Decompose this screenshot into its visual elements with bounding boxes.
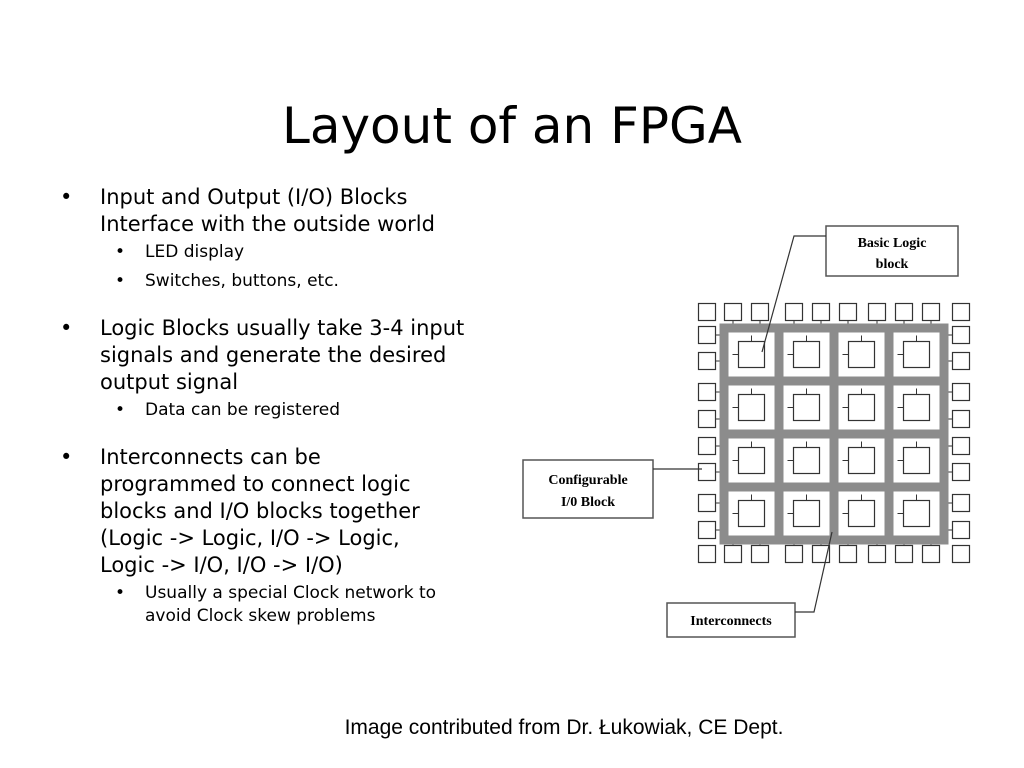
fpga-diagram: Basic Logic block Configurable I/0 Block… [522, 225, 971, 638]
logic-block [737, 393, 766, 422]
callout-io-block: Configurable I/0 Block [522, 459, 702, 519]
io-block [784, 544, 804, 564]
io-block [697, 325, 717, 345]
logic-block [847, 393, 876, 422]
interconnect-channel [719, 323, 949, 333]
sub-bullet-line: Usually a special Clock network to [145, 583, 437, 603]
io-block [750, 544, 770, 564]
io-block [697, 493, 717, 513]
io-block [697, 436, 717, 456]
image-credit: Image contributed from Dr. Łukowiak, CE … [344, 716, 784, 739]
io-block [784, 302, 804, 322]
io-block [697, 520, 717, 540]
bullet-line: Interface with the outside world [100, 212, 435, 236]
bullet-line: Logic -> I/O, I/O -> I/O) [100, 553, 343, 577]
sub-bullet-list: LED display Switches, buttons, etc. [100, 241, 508, 293]
io-block [951, 544, 971, 564]
io-block [750, 302, 770, 322]
callout-logic-block: Basic Logic block [761, 225, 959, 353]
sub-bullet-line: avoid Clock skew problems [145, 606, 376, 626]
callout-label: Interconnects [690, 614, 772, 629]
io-block [697, 382, 717, 402]
interconnect-channel [719, 535, 949, 545]
io-block [921, 302, 941, 322]
sub-bullet-item: Usually a special Clock network to avoid… [100, 582, 508, 628]
io-block [951, 462, 971, 482]
callout-box [825, 225, 959, 277]
interconnect-channel [719, 429, 949, 439]
logic-block [737, 340, 766, 369]
logic-block [792, 393, 821, 422]
io-block [951, 520, 971, 540]
bullet-list: Input and Output (I/O) Blocks Interface … [58, 184, 508, 634]
io-block [723, 302, 743, 322]
logic-block [902, 446, 931, 475]
bullet-interconnects: Interconnects can be programmed to conne… [58, 444, 508, 628]
callout-pointer [761, 235, 826, 353]
logic-block [847, 446, 876, 475]
io-block [951, 325, 971, 345]
bullet-line: output signal [100, 370, 239, 394]
io-block [838, 544, 858, 564]
callout-pointer [795, 531, 833, 613]
logic-block [902, 499, 931, 528]
io-block [867, 544, 887, 564]
sub-bullet-item: Data can be registered [100, 399, 508, 422]
callout-label: Configurable [548, 473, 627, 488]
io-block [894, 302, 914, 322]
fpga-grid [697, 302, 971, 564]
io-block [867, 302, 887, 322]
callout-interconnects: Interconnects [666, 531, 833, 638]
callout-box [666, 602, 796, 638]
io-block [723, 544, 743, 564]
logic-block [902, 340, 931, 369]
logic-block [847, 340, 876, 369]
io-block [811, 302, 831, 322]
bullet-line: Input and Output (I/O) Blocks [100, 185, 408, 209]
io-block [697, 351, 717, 371]
io-block [894, 544, 914, 564]
io-block [697, 409, 717, 429]
io-block [951, 382, 971, 402]
sub-bullet-list: Data can be registered [100, 399, 508, 422]
io-block [951, 493, 971, 513]
io-block [951, 302, 971, 322]
bullet-line: Logic Blocks usually take 3-4 input [100, 316, 465, 340]
bullet-logic-blocks: Logic Blocks usually take 3-4 input sign… [58, 315, 508, 422]
callout-label: block [876, 257, 909, 272]
io-block [951, 409, 971, 429]
io-block [951, 436, 971, 456]
io-block [697, 302, 717, 322]
logic-block [792, 340, 821, 369]
sub-bullet-item: LED display [100, 241, 508, 264]
bullet-line: programmed to connect logic [100, 472, 411, 496]
logic-block [792, 499, 821, 528]
io-block [921, 544, 941, 564]
logic-block [737, 446, 766, 475]
io-block [951, 351, 971, 371]
interconnect-channel [719, 376, 949, 386]
callout-label: Basic Logic [858, 236, 927, 251]
bullet-io-blocks: Input and Output (I/O) Blocks Interface … [58, 184, 508, 293]
interconnect-channel [719, 482, 949, 492]
bullet-line: (Logic -> Logic, I/O -> Logic, [100, 526, 400, 550]
logic-block [737, 499, 766, 528]
bullet-line: signals and generate the desired [100, 343, 447, 367]
logic-block [902, 393, 931, 422]
sub-bullet-list: Usually a special Clock network to avoid… [100, 582, 508, 628]
logic-block [847, 499, 876, 528]
callout-box [522, 459, 654, 519]
io-block [838, 302, 858, 322]
callout-label: I/0 Block [561, 495, 615, 510]
sub-bullet-item: Switches, buttons, etc. [100, 270, 508, 293]
slide-title: Layout of an FPGA [281, 96, 743, 155]
io-block [697, 544, 717, 564]
logic-block [792, 446, 821, 475]
io-block [697, 462, 717, 482]
bullet-line: blocks and I/O blocks together [100, 499, 420, 523]
bullet-line: Interconnects can be [100, 445, 321, 469]
